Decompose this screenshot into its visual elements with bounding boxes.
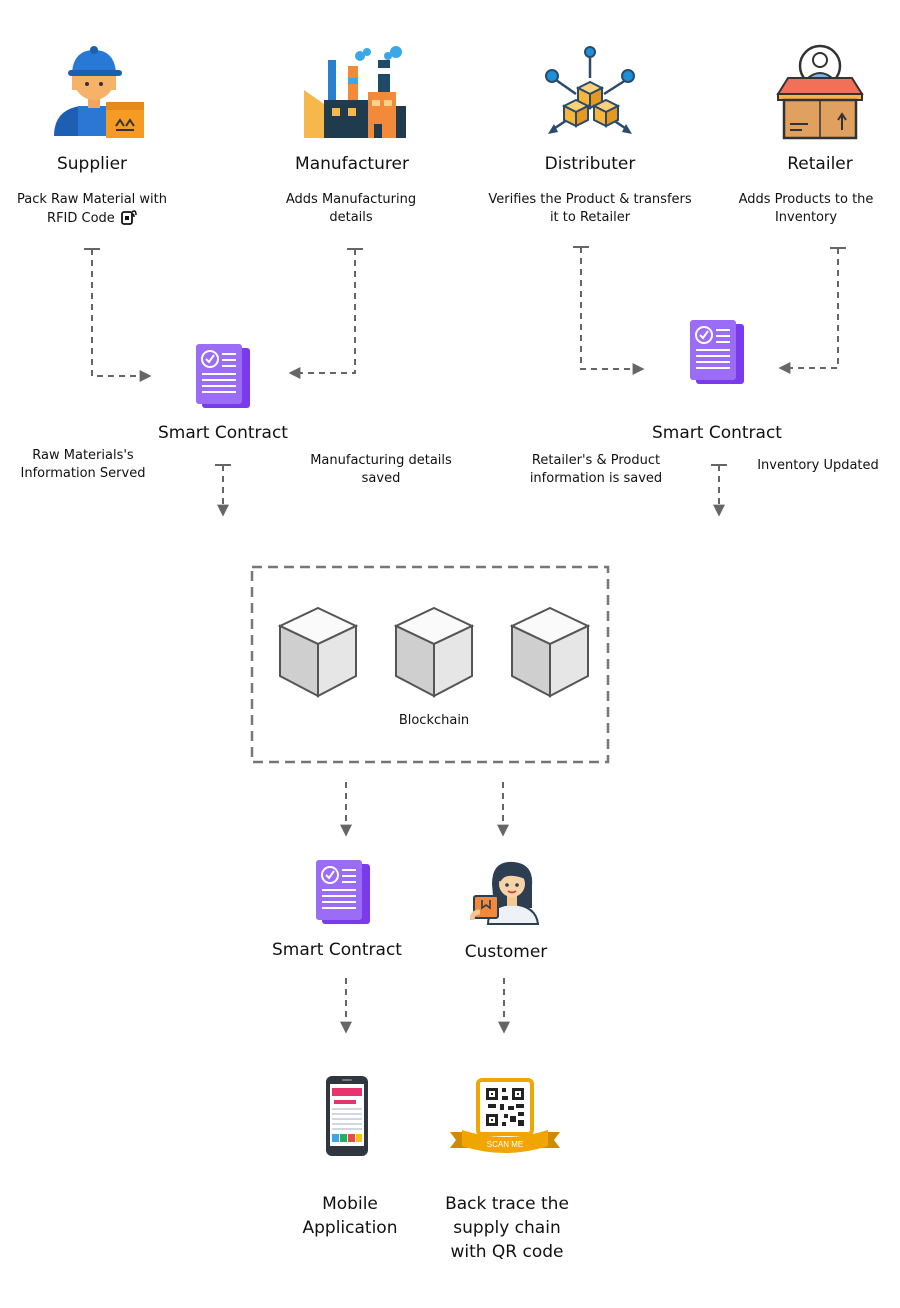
smart-contract-document-icon xyxy=(316,860,370,924)
supplier-desc-text: Pack Raw Material with RFID Code xyxy=(16,192,168,226)
connector-retailer xyxy=(778,248,839,374)
qr-code-icon: SCAN ME xyxy=(450,1078,560,1153)
manufacturer-desc: Adds Manufacturing details xyxy=(285,192,417,225)
manufacturer-title: Manufacturer xyxy=(295,154,409,174)
customer-icon xyxy=(470,861,540,925)
bottom-contract-title: Smart Contract xyxy=(272,940,402,960)
right-contract-title: Smart Contract xyxy=(652,423,782,443)
blockchain-label: Blockchain xyxy=(398,713,470,728)
supplier-worker-icon xyxy=(54,46,144,138)
blockchain-box xyxy=(250,565,610,764)
right-contract-note-left: Retailer's & Product information is save… xyxy=(529,453,663,486)
qr-badge-text: SCAN ME xyxy=(487,1140,523,1149)
supplier-title: Supplier xyxy=(56,154,128,174)
left-contract-note-right: Manufacturing details saved xyxy=(310,453,452,486)
customer-title: Customer xyxy=(464,942,548,962)
factory-icon xyxy=(304,46,406,138)
distribution-network-icon xyxy=(545,46,635,134)
mobile-title: Mobile Application xyxy=(302,1194,398,1238)
blockchain-blocks xyxy=(277,606,591,698)
block-cube-icon xyxy=(277,606,359,698)
left-contract-title: Smart Contract xyxy=(158,423,288,443)
retailer-title: Retailer xyxy=(787,154,853,174)
distributer-title: Distributer xyxy=(544,154,636,174)
rfid-icon xyxy=(121,210,137,225)
block-cube-icon xyxy=(393,606,475,698)
connector-distributer xyxy=(580,247,645,375)
block-cube-icon xyxy=(509,606,591,698)
retailer-shop-icon xyxy=(776,44,864,140)
right-contract-note-right: Inventory Updated xyxy=(757,458,879,473)
smart-contract-document-icon xyxy=(196,344,250,408)
retailer-desc: Adds Products to the Inventory xyxy=(738,192,874,225)
distributer-desc: Verifies the Product & transfers it to R… xyxy=(488,192,692,225)
connector-manufacturer xyxy=(288,249,356,379)
supplier-desc: Pack Raw Material with RFID Code xyxy=(14,191,170,228)
mobile-phone-icon xyxy=(326,1076,368,1156)
left-contract-note-left: Raw Materials's Information Served xyxy=(20,448,146,481)
connector-supplier xyxy=(91,249,152,382)
qr-title: Back trace the supply chain with QR code xyxy=(445,1194,569,1262)
smart-contract-document-icon xyxy=(690,320,744,384)
